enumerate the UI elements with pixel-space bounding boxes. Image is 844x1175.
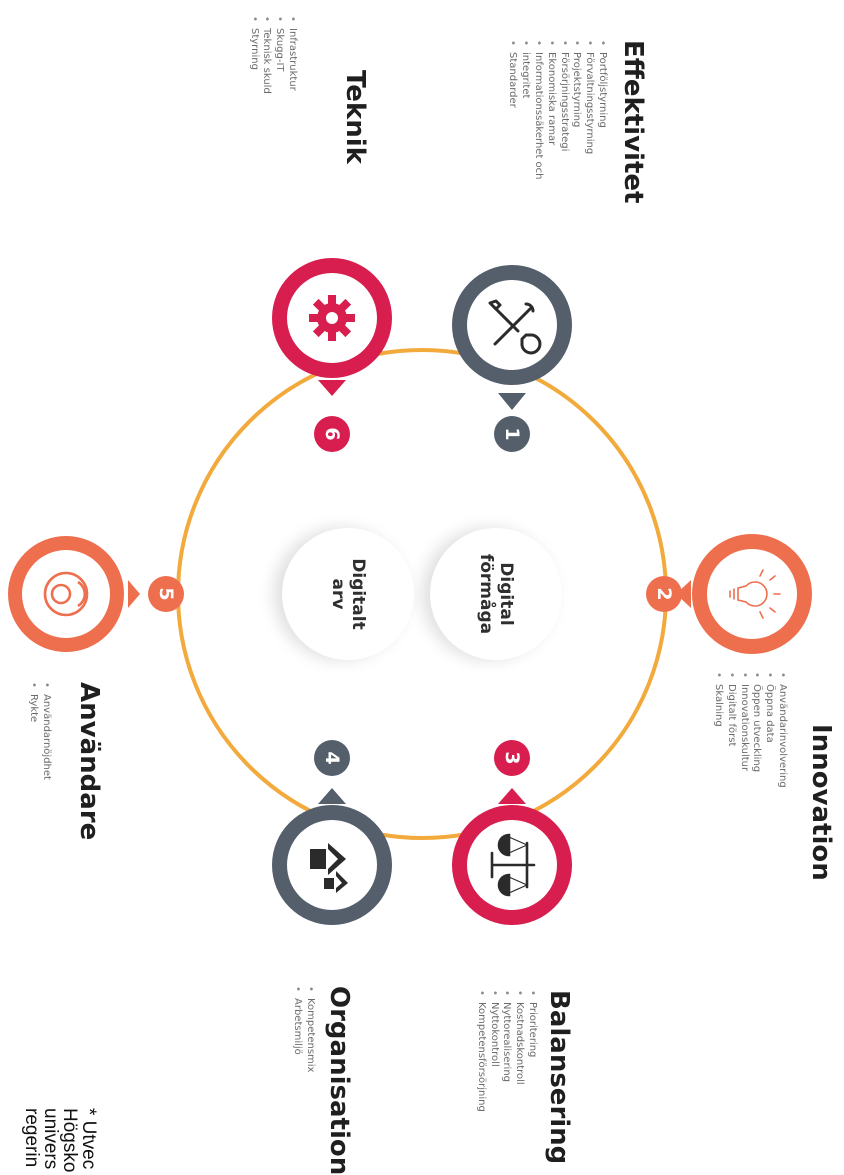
section-list-anvandare: AnvändarnöjdhetRykte bbox=[26, 682, 52, 780]
list-item: Digitalt först bbox=[724, 684, 737, 788]
center-top-line1: Digital bbox=[496, 562, 516, 626]
section-title-effektivitet: Effektivitet bbox=[618, 40, 648, 204]
list-item: Nyttokontroll bbox=[487, 1002, 500, 1112]
section-title-innovation: Innovation bbox=[806, 724, 836, 881]
list-item: Informationssäkerhet och bbox=[531, 52, 544, 180]
section-list-balansering: PrioriteringKostnadskontrollNyttorealise… bbox=[474, 990, 538, 1112]
list-item: Innovationskultur bbox=[737, 684, 750, 788]
list-item: Kompetensmix bbox=[303, 998, 316, 1072]
connector-ring bbox=[176, 348, 668, 840]
section-title-anvandare: Användare bbox=[74, 682, 104, 841]
list-item: Kostnadskontroll bbox=[512, 1002, 525, 1112]
organisation-houses-icon bbox=[310, 843, 348, 893]
lightbulb-icon bbox=[729, 569, 781, 619]
list-item: Öppna data bbox=[762, 684, 775, 788]
node-6-pointer bbox=[318, 380, 346, 396]
gear-icon bbox=[309, 295, 355, 341]
list-item: Nyttorealisering bbox=[500, 1002, 512, 1112]
list-item: Öppen utveckling bbox=[750, 684, 762, 788]
list-item: Försörjningsstrategi bbox=[557, 52, 570, 180]
list-item: Rykte bbox=[26, 694, 39, 780]
list-item: Användarinvolvering bbox=[775, 684, 788, 788]
list-item: Prioritering bbox=[525, 1002, 538, 1112]
node-5-number: 5 bbox=[148, 576, 184, 612]
section-list-organisation: KompetensmixArbetsmiljö bbox=[290, 986, 316, 1072]
list-item: Portföljstyrning bbox=[595, 52, 608, 180]
node-4-number: 4 bbox=[314, 740, 350, 776]
node-2-number: 2 bbox=[646, 576, 682, 612]
node-5-icon-bg bbox=[22, 550, 110, 638]
footnote-line-1: * Utvec bbox=[78, 1108, 99, 1170]
node-1-number: 1 bbox=[494, 416, 530, 452]
user-circle-icon bbox=[43, 571, 89, 617]
gear-tooth bbox=[309, 314, 319, 322]
center-digital-formaga: Digital förmåga bbox=[430, 528, 562, 660]
node-2-pointer bbox=[676, 580, 691, 608]
center-bottom-line1: Digitalt bbox=[348, 558, 368, 630]
node-3-number: 3 bbox=[494, 740, 530, 776]
footnote-line-4: regerin bbox=[21, 1108, 42, 1168]
footnote-line-3: univers bbox=[40, 1108, 61, 1170]
balance-scale-icon bbox=[490, 833, 536, 897]
footnote-line-2: Högsko bbox=[59, 1108, 80, 1173]
node-3-pointer bbox=[498, 788, 526, 804]
section-list-effektivitet: PortföljstyrningFörvaltningsstyrningProj… bbox=[506, 40, 608, 180]
list-item: Styrning bbox=[247, 28, 260, 94]
node-5-pointer bbox=[128, 580, 140, 608]
list-item: Standarder bbox=[506, 52, 518, 180]
section-title-balansering: Balansering bbox=[544, 990, 574, 1165]
node-2-icon-bg bbox=[707, 549, 797, 639]
node-6-number: 6 bbox=[314, 416, 350, 452]
node-4-pointer bbox=[318, 788, 346, 804]
list-item: integritet bbox=[518, 52, 531, 180]
section-title-organisation: Organisation bbox=[324, 986, 354, 1175]
center-digitalt-arv: Digitalt arv bbox=[282, 528, 414, 660]
gear-tooth bbox=[328, 295, 336, 305]
list-item: Projektstyrning bbox=[570, 52, 582, 180]
center-bottom-line2: arv bbox=[328, 578, 348, 610]
section-list-innovation: AnvändarinvolveringÖppna dataÖppen utvec… bbox=[711, 672, 788, 788]
list-item: Infrastruktur bbox=[285, 28, 298, 94]
list-item: Förvaltningsstyrning bbox=[582, 52, 595, 180]
section-list-teknik: InfrastrukturSkugg-ITTeknisk skuldStyrni… bbox=[247, 16, 298, 94]
list-item: Användarnöjdhet bbox=[39, 694, 52, 780]
gear-tooth bbox=[328, 331, 336, 341]
gear-tooth bbox=[345, 314, 355, 322]
center-top-line2: förmåga bbox=[476, 553, 496, 635]
list-item: Teknisk skuld bbox=[260, 28, 272, 94]
wrench-screwdriver-icon bbox=[488, 299, 542, 355]
list-item: Kompetensförsörjning bbox=[474, 1002, 487, 1112]
list-item: Skugg-IT bbox=[272, 28, 285, 94]
node-1-pointer bbox=[498, 393, 526, 410]
list-item: Arbetsmiljö bbox=[290, 998, 303, 1072]
list-item: Skalning bbox=[711, 684, 724, 788]
section-title-teknik: Teknik bbox=[340, 70, 370, 164]
list-item: Ekonomiska ramar bbox=[544, 52, 557, 180]
